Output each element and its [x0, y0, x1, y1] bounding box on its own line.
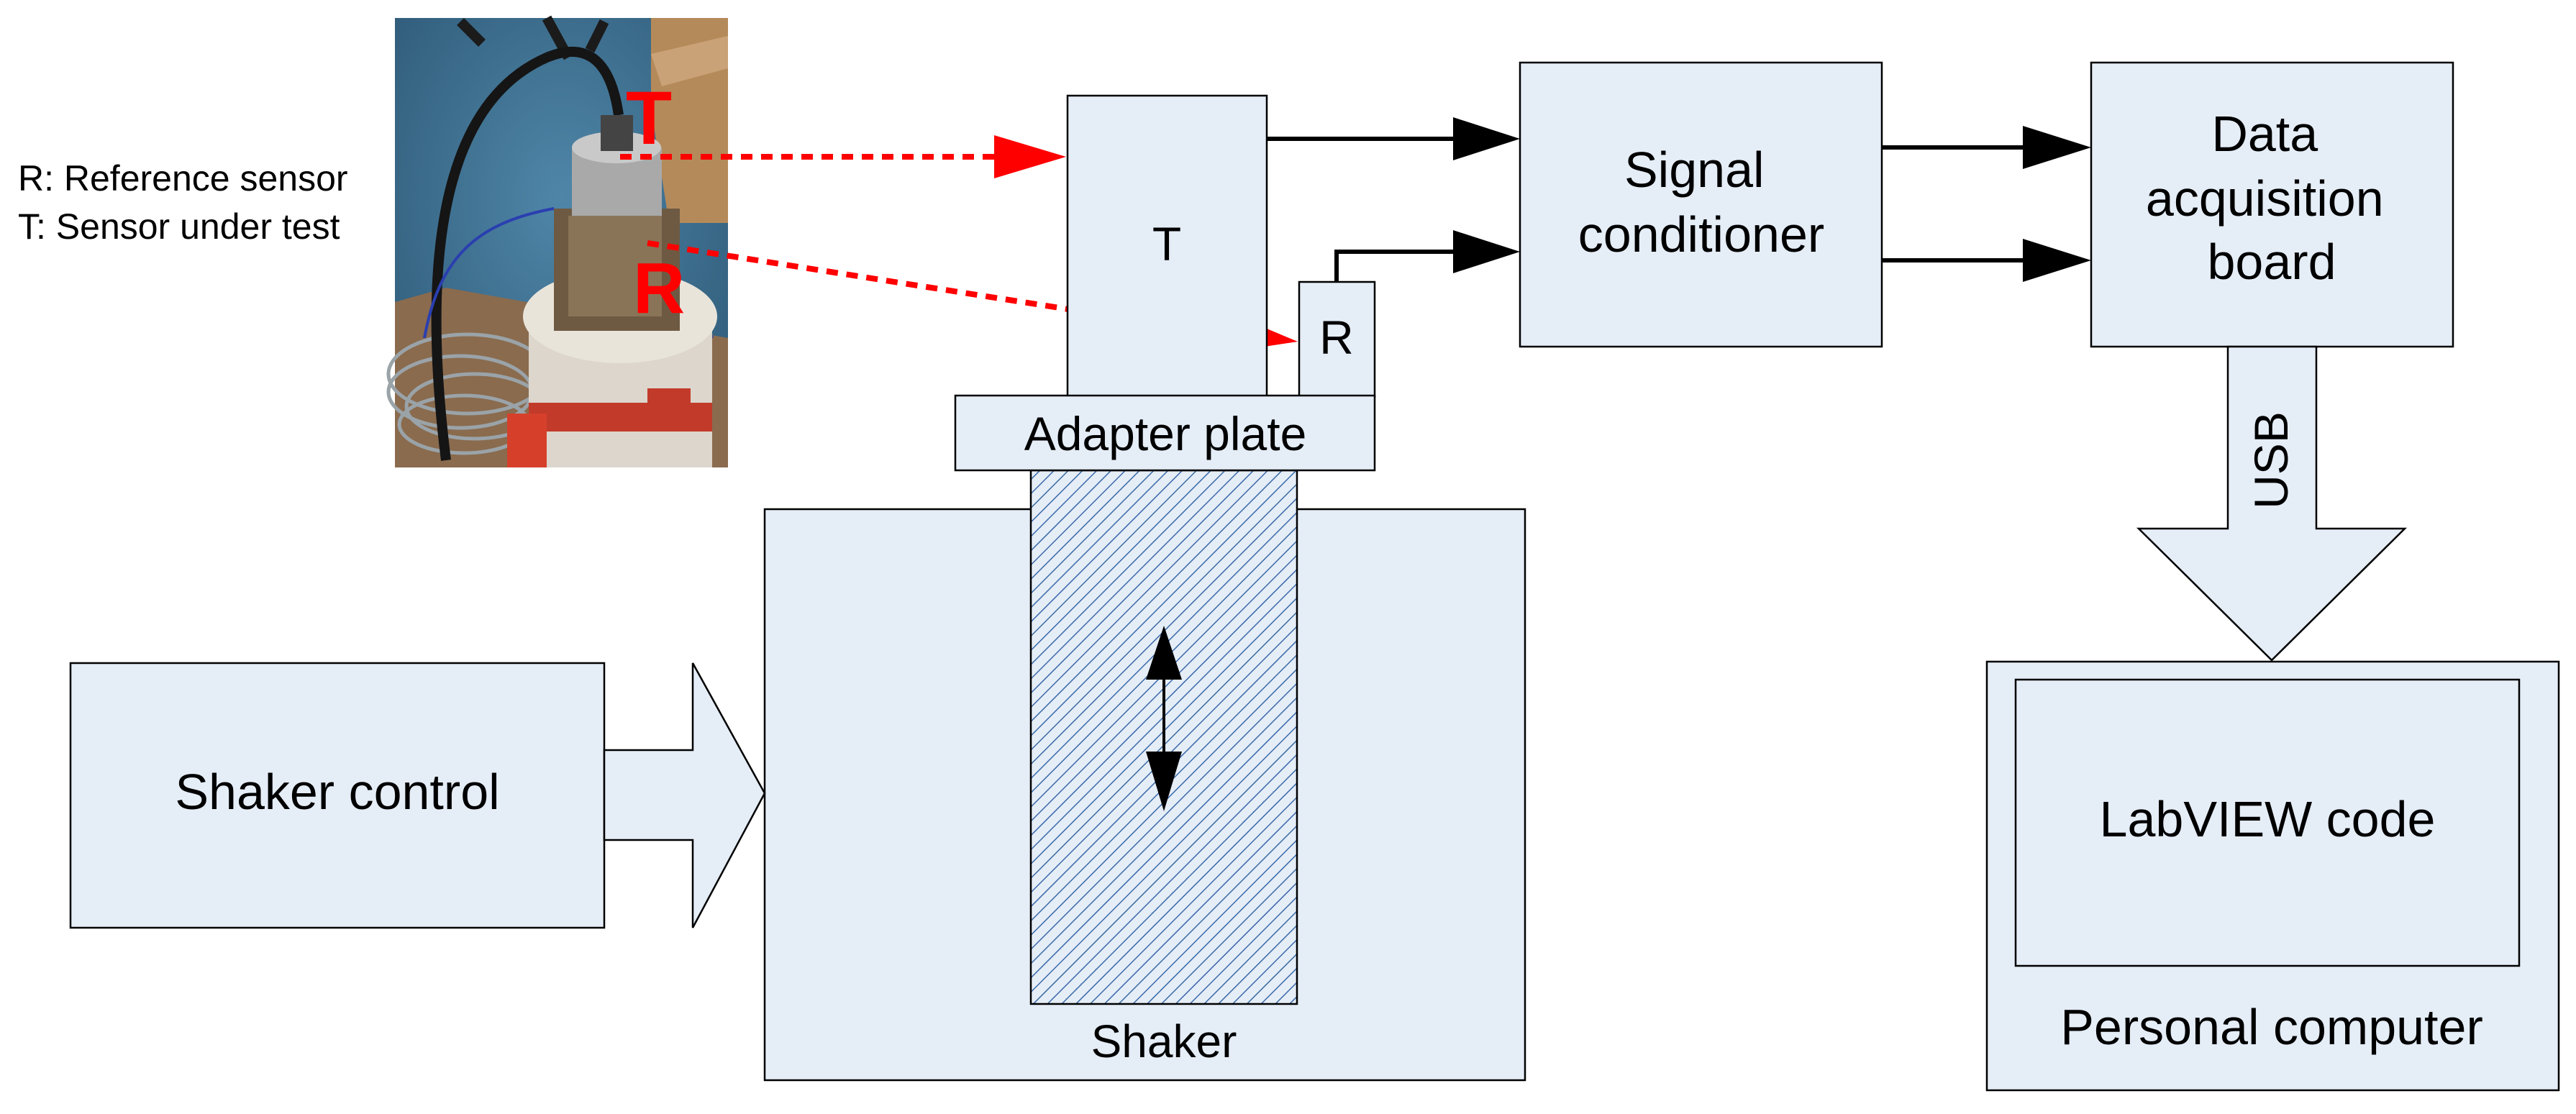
r-to-conditioner-arrow — [1334, 230, 1520, 282]
signal-conditioner-line-2: conditioner — [1578, 206, 1824, 262]
adapter-plate-label: Adapter plate — [1024, 407, 1307, 460]
labview-code-block — [2014, 678, 2521, 967]
red-arrow-t — [620, 135, 1066, 178]
t-to-conditioner-arrow — [1267, 117, 1520, 160]
sensor-t-block — [1066, 94, 1268, 399]
daq-board-label: Data acquisition board — [2146, 106, 2398, 290]
shaker-control-arrow — [603, 662, 766, 928]
daq-board-line-1: Data — [2211, 106, 2318, 162]
shaker-control-block — [69, 662, 606, 929]
setup-photo: T R — [386, 15, 728, 467]
usb-arrow — [2136, 345, 2408, 662]
legend-reference-sensor: R: Reference sensor — [18, 158, 348, 198]
adapter-plate-block — [954, 394, 1376, 472]
personal-computer-label: Personal computer — [2060, 999, 2483, 1055]
labview-code-label: LabVIEW code — [2100, 791, 2436, 847]
legend-sensor-under-test: T: Sensor under test — [18, 206, 340, 247]
shaker-label: Shaker — [1091, 1015, 1237, 1067]
daq-board-line-3: board — [2207, 234, 2336, 290]
conditioner-to-daq-arrow-2 — [1882, 239, 2091, 282]
signal-conditioner-line-1: Signal — [1624, 142, 1765, 198]
shaker-control-label: Shaker control — [175, 764, 499, 820]
vertical-motion-arrow — [1146, 626, 1182, 811]
daq-board-line-2: acquisition — [2146, 170, 2384, 227]
daq-board-block — [2090, 61, 2454, 348]
sensor-t-label: T — [1152, 217, 1181, 270]
signal-conditioner-block — [1519, 61, 1883, 348]
signal-conditioner-label: Signal conditioner — [1578, 142, 1824, 262]
sensor-r-label: R — [1319, 311, 1354, 364]
usb-label: USB — [2244, 411, 2298, 509]
photo-marker-r: R — [633, 248, 685, 329]
photo-marker-t: T — [626, 76, 672, 160]
conditioner-to-daq-arrow-1 — [1882, 126, 2091, 169]
